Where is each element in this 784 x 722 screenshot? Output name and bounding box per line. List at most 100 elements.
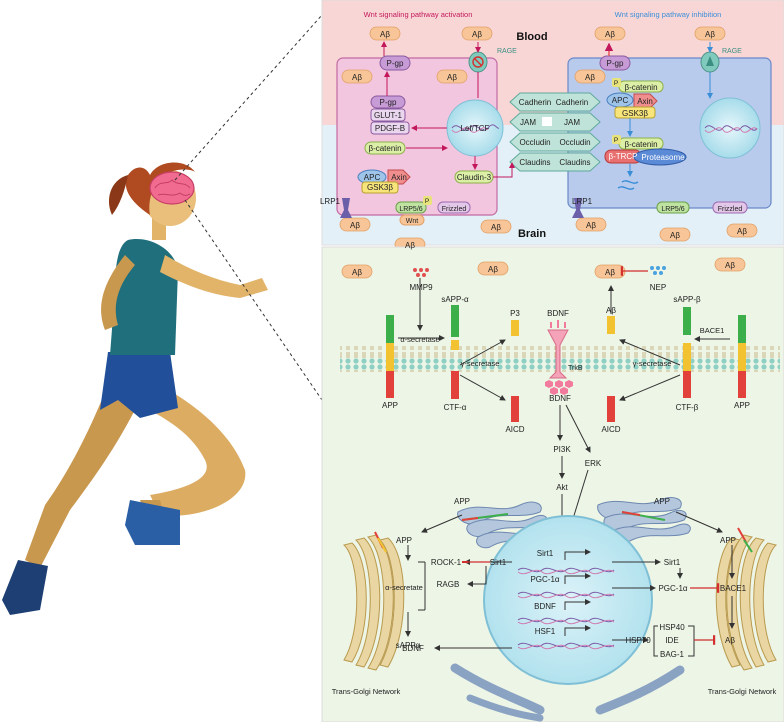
abeta-label: Aβ bbox=[606, 306, 616, 315]
frizzled-label: Frizzled bbox=[442, 206, 467, 213]
abeta-label: Aβ bbox=[352, 73, 362, 82]
aicd-left-fragment bbox=[511, 396, 519, 422]
ragb-label: RAGB bbox=[437, 580, 460, 589]
app-label: APP bbox=[396, 536, 412, 545]
blood-title: Blood bbox=[516, 31, 547, 43]
jam-right-label: JAM bbox=[564, 118, 580, 127]
neuron-panel bbox=[321, 246, 784, 722]
sapp-alpha-label: sAPP-α bbox=[441, 295, 469, 304]
zoom-line-bottom bbox=[184, 199, 323, 401]
central-nucleus bbox=[483, 515, 653, 685]
ide-label: IDE bbox=[665, 636, 678, 645]
golgi-left-label: Trans-Golgi Network bbox=[332, 687, 401, 696]
gamma-secretase-label: γ-secretase bbox=[633, 359, 672, 368]
shirt-shape bbox=[110, 239, 178, 355]
phosphate-label: P bbox=[425, 198, 429, 205]
runner-illustration bbox=[2, 162, 268, 615]
akt-label: Akt bbox=[556, 483, 568, 492]
front-shoe-icon bbox=[125, 500, 180, 545]
proteasome-label: Proteasome bbox=[641, 153, 685, 162]
app-label: APP bbox=[382, 401, 398, 410]
pi3k-label: PI3K bbox=[553, 445, 571, 454]
app-protein-left bbox=[386, 315, 394, 398]
abeta-label: Aβ bbox=[737, 227, 747, 236]
activation-caption: Wnt signaling pathway activation bbox=[364, 10, 473, 19]
beta-catenin-label: β-catenin bbox=[624, 83, 657, 92]
brain-title: Brain bbox=[518, 228, 546, 240]
pgc1a-label: PGC-1α bbox=[658, 584, 687, 593]
ctf-alpha-fragment bbox=[451, 371, 459, 399]
hair-shape bbox=[125, 162, 195, 215]
phosphate-label: P bbox=[614, 80, 618, 87]
abeta-label: Aβ bbox=[352, 268, 362, 277]
alpha-secretate-label: α-secretate bbox=[385, 583, 423, 592]
hsp40-label: HSP40 bbox=[659, 623, 685, 632]
bdnf-label: BDNF bbox=[547, 309, 569, 318]
beta-catenin-label: β-catenin bbox=[368, 144, 401, 153]
app-label: APP bbox=[720, 536, 736, 545]
bdnf-label: BDNF bbox=[534, 602, 556, 611]
gsk3b-label: GSK3β bbox=[367, 183, 393, 192]
lrp56-label: LRP5/6 bbox=[661, 206, 684, 213]
pgp-label: P-gp bbox=[380, 98, 397, 107]
sapp-beta-fragment bbox=[683, 307, 691, 335]
bace1-label: BACE1 bbox=[720, 584, 747, 593]
inhibition-nucleus bbox=[699, 97, 761, 159]
beta-catenin-label: β-catenin bbox=[624, 140, 657, 149]
trkb-receptor-icon bbox=[547, 329, 569, 379]
apc-label: APC bbox=[364, 173, 381, 182]
p3-fragment bbox=[511, 320, 519, 336]
cadherin-left-label: Cadherin bbox=[519, 98, 551, 107]
abeta-label: Aβ bbox=[350, 221, 360, 230]
lrp1-label: LRP1 bbox=[572, 197, 593, 206]
trkb-label: TrkB bbox=[568, 365, 583, 372]
ctf-beta-label: CTF-β bbox=[676, 403, 699, 412]
rage-label: RAGE bbox=[722, 48, 742, 55]
pgp-label: P-gp bbox=[607, 59, 624, 68]
junction-group bbox=[509, 92, 601, 172]
abeta-label: Aβ bbox=[585, 73, 595, 82]
pdgfb-label: PDGF-B bbox=[375, 124, 405, 133]
aicd-label: AICD bbox=[505, 425, 524, 434]
degraded-fragments-icon bbox=[617, 180, 639, 190]
bace1-label: BACE1 bbox=[700, 326, 725, 335]
pgp-label: P-gp bbox=[387, 59, 404, 68]
gamma-secretase-label: γ-secretase bbox=[461, 359, 500, 368]
abeta-label: Aβ bbox=[586, 221, 596, 230]
hsp70-label: HSP70 bbox=[625, 636, 651, 645]
axin-label: Axin bbox=[391, 173, 407, 182]
zoom-line-top bbox=[174, 14, 323, 181]
cadherin-right-label: Cadherin bbox=[556, 98, 588, 107]
abeta-label: Aβ bbox=[725, 261, 735, 270]
jam-left-label: JAM bbox=[520, 118, 536, 127]
er-tube-right bbox=[595, 665, 685, 715]
alpha-secretase-label: α-secretase bbox=[400, 335, 439, 344]
lrp1-left-icon bbox=[340, 198, 352, 218]
gsk3b-label: GSK3β bbox=[622, 109, 648, 118]
aicd-label: AICD bbox=[601, 425, 620, 434]
p3-label: P3 bbox=[510, 309, 520, 318]
app-protein-right bbox=[738, 315, 746, 398]
er-tube-left bbox=[450, 663, 545, 715]
golgi-right bbox=[715, 534, 778, 671]
golgi-right-label: Trans-Golgi Network bbox=[708, 687, 777, 696]
abeta-label: Aβ bbox=[447, 73, 457, 82]
aicd-right-fragment bbox=[607, 396, 615, 422]
pgp-transporter-right bbox=[599, 55, 631, 71]
nep-label: NEP bbox=[650, 283, 666, 292]
abeta-label: Aβ bbox=[488, 265, 498, 274]
abeta-label: Aβ bbox=[725, 636, 735, 645]
bag1-label: BAG-1 bbox=[660, 650, 685, 659]
sapp-beta-label: sAPP-β bbox=[673, 295, 701, 304]
ctf-beta-fragment bbox=[683, 371, 691, 398]
phosphate-label: P bbox=[614, 137, 618, 144]
labels: Blood Brain Wnt signaling pathway activa… bbox=[320, 10, 777, 696]
abeta-label: Aβ bbox=[472, 30, 482, 39]
occludin-left-label: Occludin bbox=[519, 138, 550, 147]
sirt1-label: Sirt1 bbox=[664, 558, 681, 567]
sirt1-label: Sirt1 bbox=[537, 549, 554, 558]
pgp-transporter-left bbox=[379, 55, 411, 71]
abeta-label: Aβ bbox=[605, 268, 615, 277]
